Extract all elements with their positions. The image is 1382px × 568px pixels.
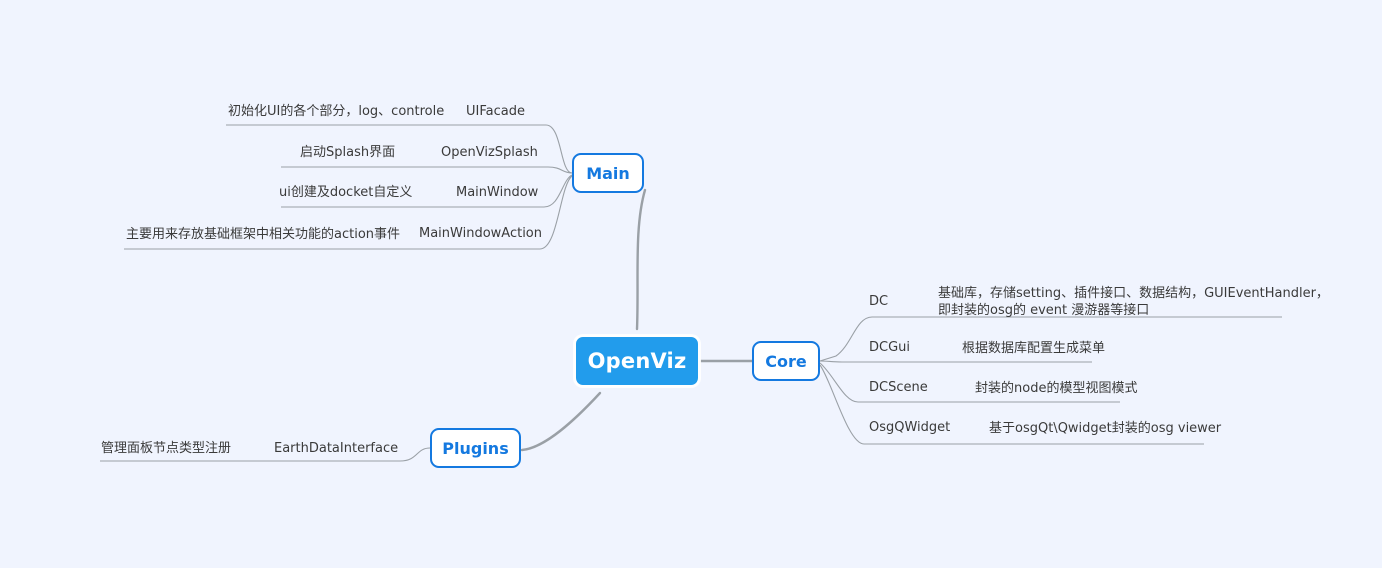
leaf-core-3-title[interactable]: OsgQWidget: [869, 420, 951, 435]
leaf-main-0-title[interactable]: UIFacade: [466, 104, 525, 119]
branch-node-main[interactable]: Main: [572, 153, 644, 193]
branch-node-main-label: Main: [586, 163, 630, 183]
leaf-main-1-desc[interactable]: 启动Splash界面: [300, 145, 396, 160]
root-node-openviz[interactable]: OpenViz: [574, 335, 700, 387]
leaf-core-1-title[interactable]: DCGui: [869, 340, 911, 355]
edge-root-main: [635, 188, 647, 331]
leaf-plugins-0-title[interactable]: EarthDataInterface: [274, 441, 399, 456]
leaf-core-3-desc[interactable]: 基于osgQt\Qwidget封装的osg viewer: [989, 421, 1222, 436]
edge-root-plugins: [520, 391, 602, 452]
branch-node-core-label: Core: [765, 351, 807, 371]
branch-node-plugins[interactable]: Plugins: [430, 428, 521, 468]
leaf-core-1-desc[interactable]: 根据数据库配置生成菜单: [962, 341, 1106, 356]
leaf-core-0-desc[interactable]: 基础库，存储setting、插件接口、数据结构，GUIEventHandler，…: [938, 286, 1329, 318]
branch-node-plugins-label: Plugins: [442, 438, 509, 458]
leaf-main-0-desc[interactable]: 初始化UI的各个部分，log、controle: [228, 104, 445, 119]
branch-node-core[interactable]: Core: [752, 341, 820, 381]
leaf-plugins-0-desc[interactable]: 管理面板节点类型注册: [101, 441, 232, 456]
leaf-core-2-title[interactable]: DCScene: [869, 380, 928, 395]
leaf-main-2-desc[interactable]: ui创建及docket自定义: [279, 185, 413, 200]
root-node-label: OpenViz: [587, 349, 687, 373]
leaf-core-0-title[interactable]: DC: [869, 294, 889, 309]
leaf-main-3-desc[interactable]: 主要用来存放基础框架中相关功能的action事件: [126, 227, 401, 242]
leaf-main-1-title[interactable]: OpenVizSplash: [441, 145, 538, 160]
edge-main-splash: [281, 166, 573, 174]
leaf-core-2-desc[interactable]: 封装的node的模型视图模式: [975, 381, 1138, 396]
leaf-main-3-title[interactable]: MainWindowAction: [419, 226, 543, 241]
edge-core-dcgui: [819, 360, 1092, 363]
leaf-main-2-title[interactable]: MainWindow: [456, 185, 539, 200]
